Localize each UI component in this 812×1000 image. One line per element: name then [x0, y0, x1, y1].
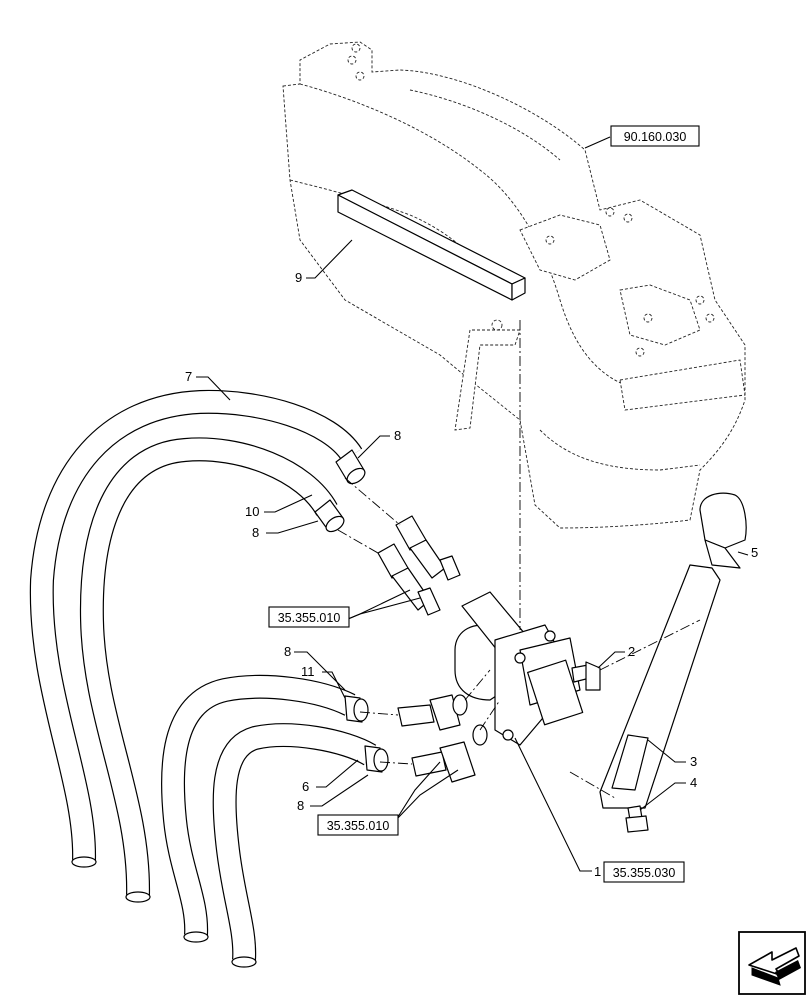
ref-35.355.010-lower[interactable]: 35.355.010 [317, 814, 399, 836]
callout-3: 3 [690, 754, 697, 769]
callout-2: 2 [628, 644, 635, 659]
ref-label-fender: 90.160.030 [624, 130, 687, 144]
ref-label-coupler-lower: 35.355.010 [327, 819, 390, 833]
hose-6 [212, 723, 377, 968]
fitting-8-mid [344, 695, 369, 723]
ref-label-coupler-upper: 35.355.010 [278, 611, 341, 625]
hose-11 [160, 674, 356, 943]
screw-4 [625, 805, 649, 833]
callout-numbers: 1 2 3 4 5 6 7 8 8 8 8 9 10 11 [185, 270, 758, 879]
knob-5 [699, 492, 747, 569]
ref-label-valve: 35.355.030 [613, 866, 676, 880]
ref-35.355.030[interactable]: 35.355.030 [603, 861, 685, 883]
callout-8-mid: 8 [284, 644, 291, 659]
hose-10 [79, 437, 338, 903]
control-valve-1 [454, 591, 584, 746]
callout-8-bottom: 8 [297, 798, 304, 813]
bar-part-9 [337, 189, 526, 301]
bolt-2 [571, 661, 601, 691]
callout-8-left: 8 [252, 525, 259, 540]
callout-10: 10 [245, 504, 259, 519]
ref-90.160.030[interactable]: 90.160.030 [610, 125, 700, 147]
exit-arrow-icon[interactable] [738, 931, 806, 995]
callout-8-top: 8 [394, 428, 401, 443]
couplers-upper [377, 515, 461, 616]
fitting-8-left [314, 499, 345, 533]
fitting-8-top [335, 449, 366, 485]
callout-1: 1 [594, 864, 601, 879]
callout-4: 4 [690, 775, 697, 790]
hose-7 [29, 389, 363, 868]
fitting-8-bottom [364, 745, 389, 773]
plate-3 [599, 564, 721, 809]
ref-35.355.010-upper[interactable]: 35.355.010 [268, 606, 350, 628]
callout-5: 5 [751, 545, 758, 560]
couplers-lower [397, 694, 488, 783]
leader-lines [196, 136, 749, 872]
assembly-lines [337, 320, 701, 799]
callout-9: 9 [295, 270, 302, 285]
callout-6: 6 [302, 779, 309, 794]
callout-11: 11 [301, 664, 315, 679]
callout-7: 7 [185, 369, 192, 384]
